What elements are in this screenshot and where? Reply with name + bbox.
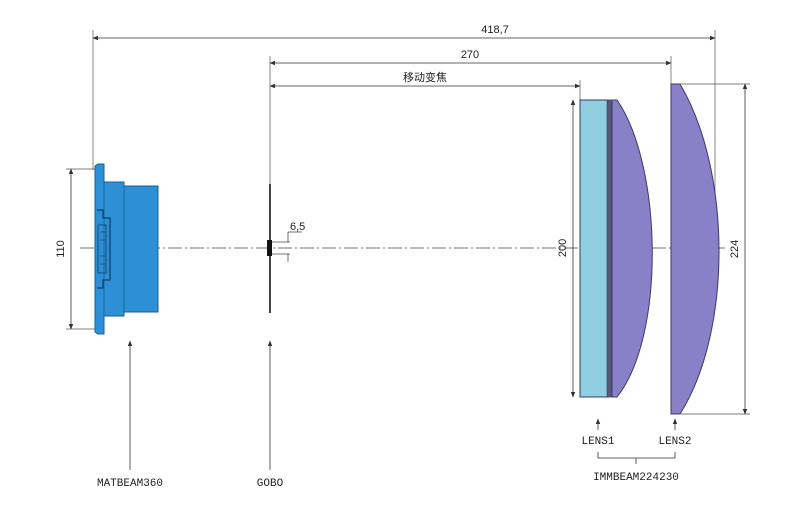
gobo: 6,5: [267, 184, 305, 313]
dimension-zoom-travel: 移动变焦: [269, 70, 581, 100]
lens1-diameter-label: 200: [557, 239, 569, 257]
lens-set-label: IMMBEAM224230: [593, 472, 679, 484]
lens2: [670, 83, 720, 415]
dimension-lens1: 200: [557, 99, 576, 398]
zoom-travel-label: 移动变焦: [403, 70, 447, 84]
overall-length-label: 418,7: [481, 24, 509, 36]
gobo-offset-label: 6,5: [290, 221, 305, 233]
fixture-body: [94, 163, 159, 335]
gobo-to-lens2-label: 270: [461, 49, 479, 61]
dimension-lens2: 224: [680, 83, 750, 415]
lens1: [579, 99, 653, 398]
gobo-label: GOBO: [257, 478, 284, 490]
lens2-diameter-label: 224: [729, 240, 741, 258]
fixture-height-label: 110: [55, 240, 67, 258]
lens2-label: LENS2: [658, 436, 691, 448]
dimension-fixture-height: 110: [55, 168, 95, 330]
lens1-label: LENS1: [581, 436, 614, 448]
dimension-gobo-to-lens2: 270: [269, 49, 672, 185]
fixture-label: MATBEAM360: [97, 478, 163, 490]
lens-set-bracket: [597, 452, 676, 464]
